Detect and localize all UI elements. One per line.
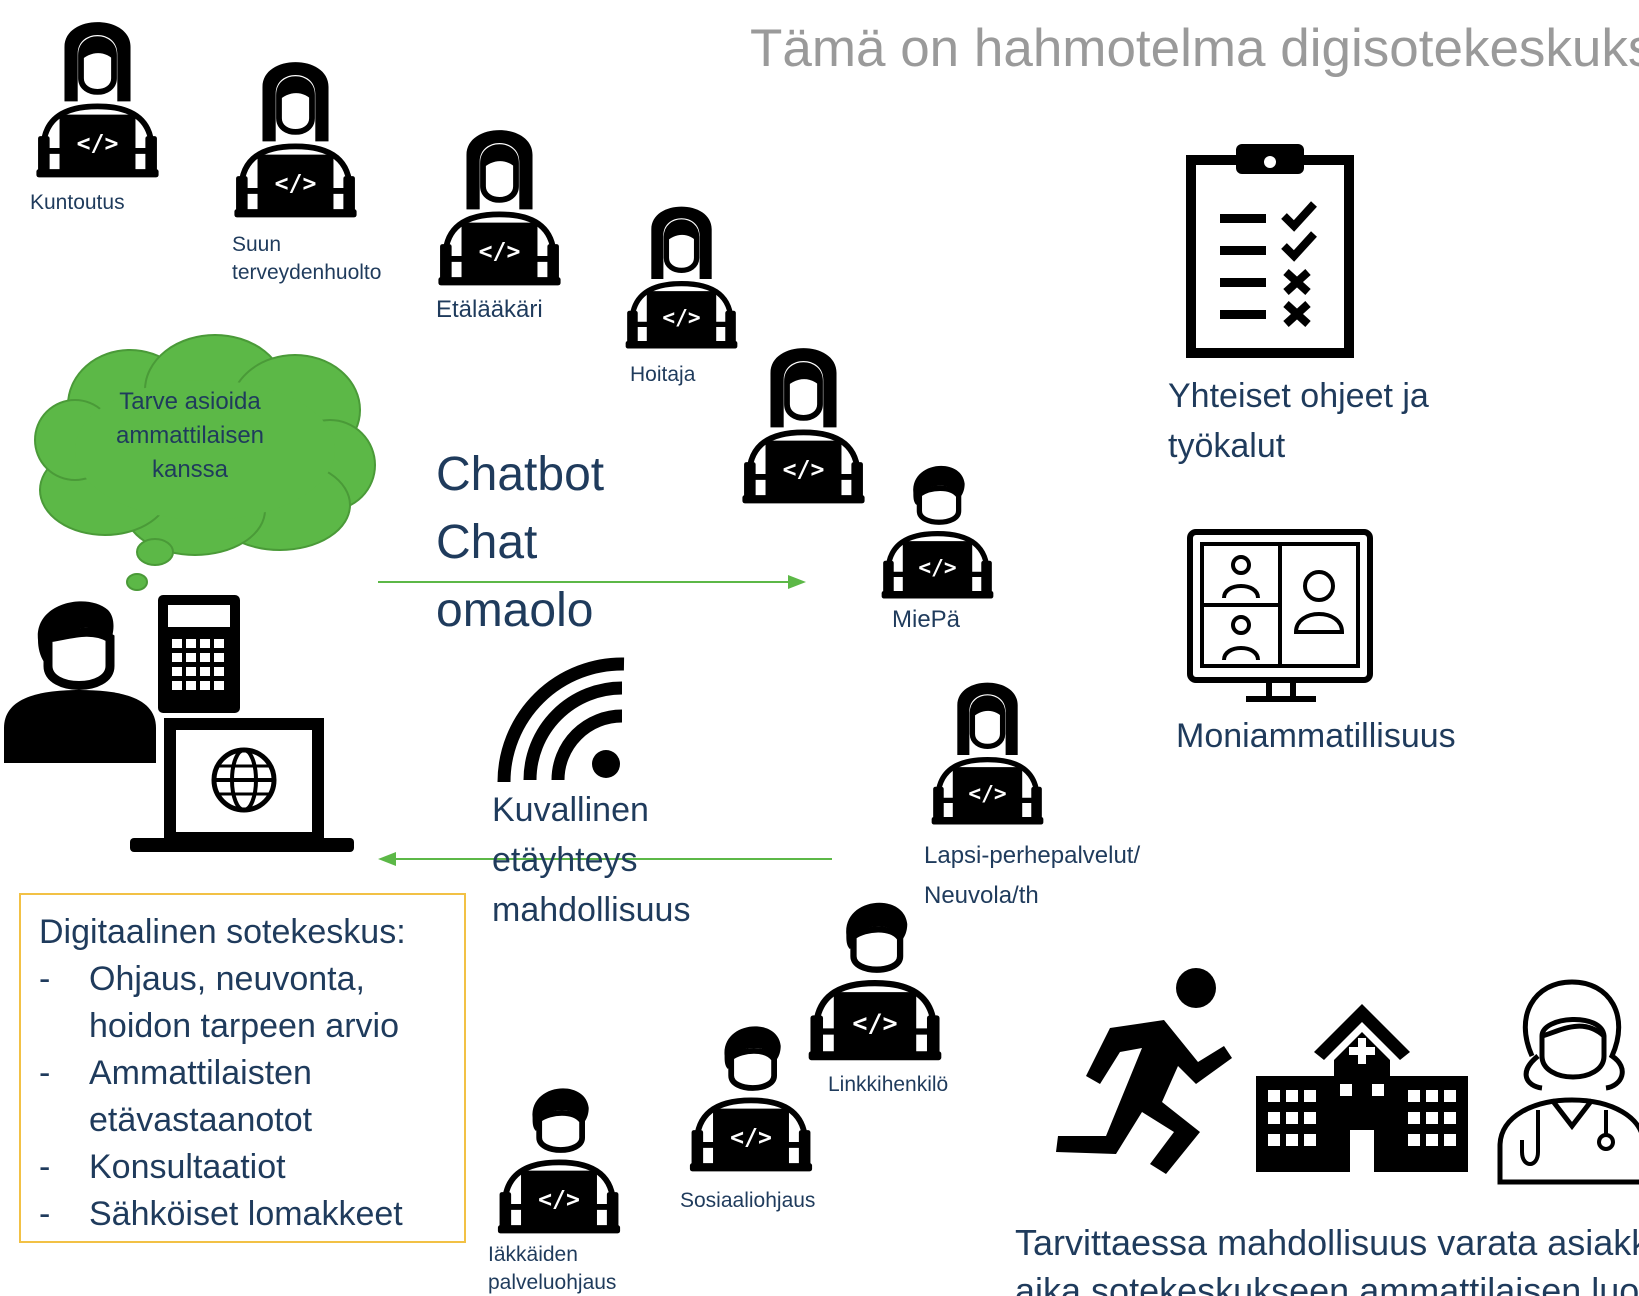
channel-chatbot: Chatbot [436, 448, 605, 501]
channel-omaolo: omaolo [436, 584, 594, 637]
box-heading: Digitaalinen sotekeskus: [39, 913, 406, 951]
cloud-line3: kanssa [151, 456, 229, 483]
suun-terveydenhuolto-worker-icon [228, 44, 363, 219]
client-person-icon [4, 601, 156, 763]
role-kuntoutus: Kuntoutus [30, 191, 125, 214]
role-ikkaiden-line2: palveluohjaus [488, 1271, 617, 1294]
page-title: Tämä on hahmotelma digisotekeskuksesta [750, 19, 1639, 78]
box-item: Ammattilaisten etävastaanotot [39, 1050, 429, 1144]
role-suun-line2: terveydenhuolto [232, 261, 382, 284]
video-line3: mahdollisuus [492, 891, 691, 929]
doctor-icon [1497, 979, 1639, 1185]
cloud-line2: ammattilaisen [115, 422, 265, 449]
role-linkkihenkilo: Linkkihenkilö [828, 1073, 949, 1096]
box-item: Konsultaatiot [39, 1144, 429, 1191]
box-item: Ohjaus, neuvonta, hoidon tarpeen arvio [39, 956, 429, 1050]
ikkaiden-palveluohjaus-worker-icon [490, 1060, 628, 1235]
multi-professional-label: Moniammatillisuus [1176, 717, 1456, 755]
role-suun-line1: Suun [232, 233, 282, 256]
bottom-line1: Tarvittaessa mahdollisuus varata asiakka… [1015, 1222, 1639, 1263]
arrow-to-client [378, 852, 832, 866]
hoitaja-worker-icon [614, 190, 749, 350]
bottom-line2: aika sotekeskukseen ammattilaisen luo [1015, 1270, 1639, 1296]
worker-icon [736, 330, 871, 505]
linkkihenkilo-worker-icon [800, 872, 950, 1062]
clipboard-checklist-icon [1186, 144, 1354, 358]
cloud-line1: Tarve asioida [119, 388, 261, 415]
thought-cloud [34, 334, 376, 591]
hospital-icon [1256, 1004, 1468, 1172]
sosiaaliohjaus-worker-icon [682, 998, 820, 1173]
arrow-to-professionals [378, 575, 806, 589]
tools-line2: työkalut [1168, 427, 1286, 465]
role-ikkaiden-line1: Iäkkäiden [488, 1243, 578, 1266]
role-hoitaja: Hoitaja [630, 363, 696, 386]
video-conference-icon [1187, 529, 1373, 702]
etalaakari-worker-icon [432, 112, 567, 287]
miepa-worker-icon [870, 440, 1005, 600]
role-etalaakari: Etälääkäri [436, 296, 543, 323]
video-line2: etäyhteys [492, 841, 638, 879]
lapsi-perhepalvelut-worker-icon [920, 666, 1055, 826]
digital-center-box: Digitaalinen sotekeskus: Ohjaus, neuvont… [19, 893, 466, 1243]
role-lapsi-line2: Neuvola/th [924, 882, 1039, 909]
calculator-icon [158, 595, 240, 713]
wifi-icon [497, 657, 625, 783]
box-item: Sähköiset lomakkeet [39, 1191, 429, 1238]
role-lapsi-line1: Lapsi-perhepalvelut/ [924, 842, 1141, 869]
laptop-globe-icon [130, 718, 354, 852]
role-sosiaaliohjaus: Sosiaaliohjaus [680, 1189, 816, 1212]
role-miepa: MiePä [892, 606, 961, 633]
kuntoutus-worker-icon [30, 4, 165, 179]
channel-chat: Chat [436, 516, 538, 569]
running-person-icon [1056, 968, 1232, 1174]
tools-line1: Yhteiset ohjeet ja [1168, 377, 1429, 415]
video-line1: Kuvallinen [492, 791, 649, 829]
